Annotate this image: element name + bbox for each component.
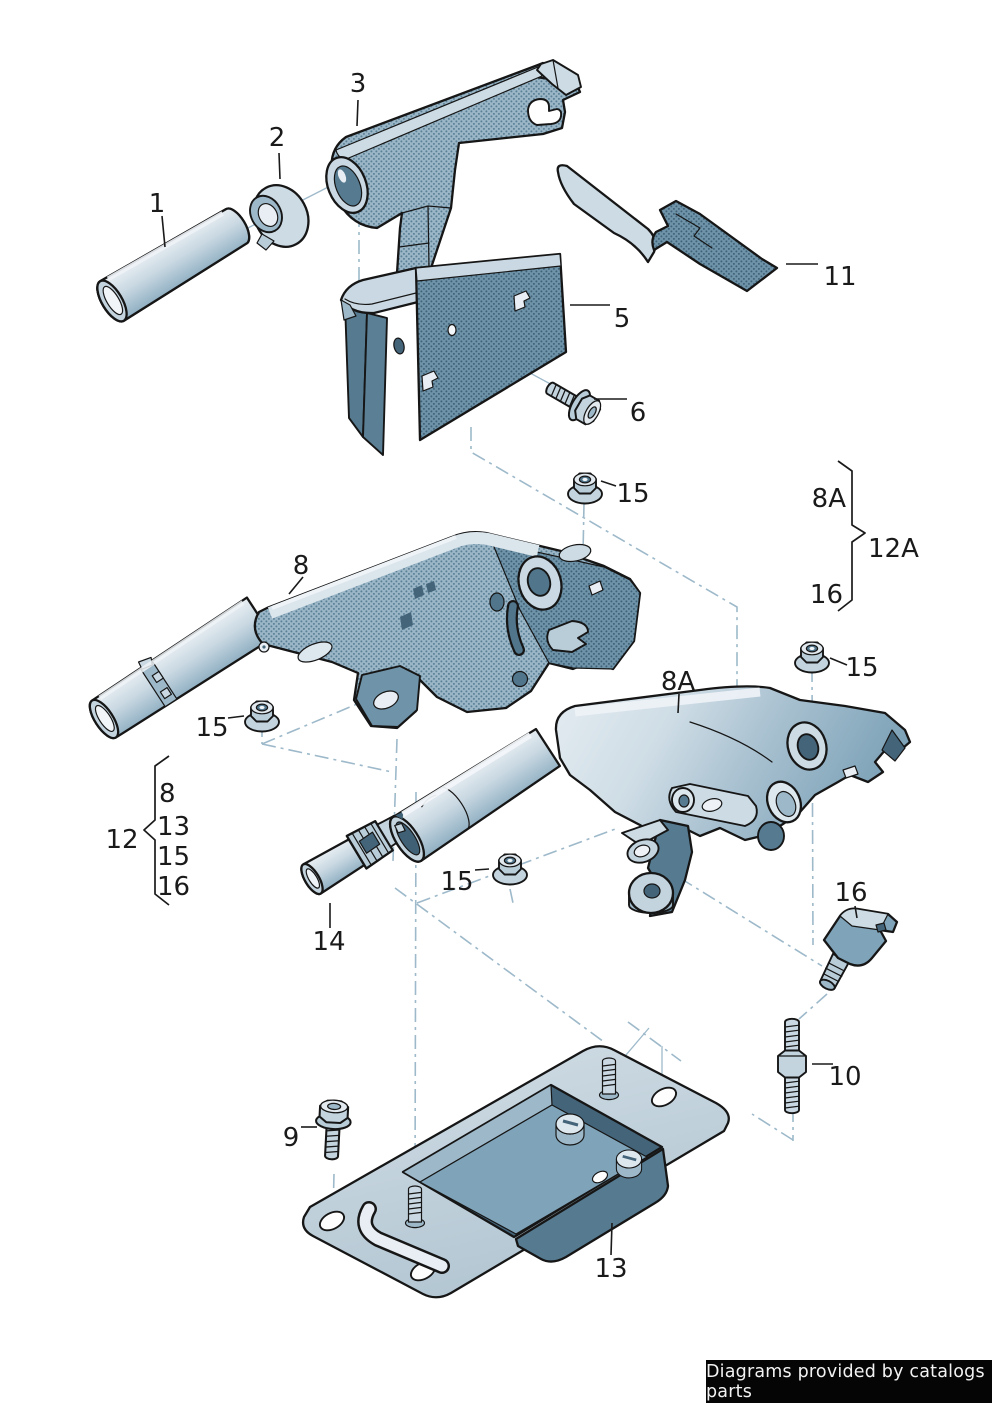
part-13-mounting-plate [301,1045,730,1299]
group-12a-item-8a[interactable]: 8A [812,484,847,514]
part-5-backing-plate [339,252,568,456]
group-12a-item-16[interactable]: 16 [810,580,843,610]
callout-5[interactable]: 5 [614,304,631,334]
group-12-item-15[interactable]: 15 [157,842,190,872]
callout-13[interactable]: 13 [594,1254,627,1284]
callout-15[interactable]: 15 [616,479,649,509]
leader-lines [161,99,858,1256]
part-15-flange-nut [567,472,603,505]
part-1-grip-sleeve [96,207,251,323]
callout-labels: 1 2 3 5 6 11 15 8 15 8A 15 14 15 16 10 9… [105,69,919,1284]
part-10-double-stud [777,1017,807,1115]
group-12a-label[interactable]: 12A [868,534,919,564]
callout-3[interactable]: 3 [350,69,367,99]
part-9-bolt [313,1098,353,1162]
group-12-item-8[interactable]: 8 [159,779,176,809]
group-braces [143,460,866,906]
callout-15[interactable]: 15 [195,713,228,743]
part-8a-hand-brake-lever [388,685,912,918]
callout-6[interactable]: 6 [630,398,647,428]
callout-15[interactable]: 15 [440,867,473,897]
callout-15[interactable]: 15 [845,653,878,683]
callout-10[interactable]: 10 [828,1062,861,1092]
callout-8a[interactable]: 8A [661,667,696,697]
part-11-cover-trim [556,164,779,293]
callout-9[interactable]: 9 [283,1123,300,1153]
callout-11[interactable]: 11 [823,262,856,292]
group-12-label[interactable]: 12 [105,825,138,855]
part-15-flange-nut [794,641,830,674]
callout-1[interactable]: 1 [149,189,166,219]
part-2-bushing [249,184,310,251]
part-16-switch [819,907,899,991]
part-6-bolt [538,371,607,432]
callout-14[interactable]: 14 [312,927,345,957]
callout-16[interactable]: 16 [834,878,867,908]
part-15-flange-nut [492,853,528,886]
group-12-item-16[interactable]: 16 [157,872,190,902]
part-15-flange-nut [244,700,280,733]
part-8-hand-brake-lever [88,530,642,740]
group-12-item-13[interactable]: 13 [157,812,190,842]
footer-credit-banner: Diagrams provided by catalogs parts [706,1360,992,1403]
part-3-handle-shell [325,59,582,275]
callout-8[interactable]: 8 [293,551,310,581]
callout-2[interactable]: 2 [269,123,286,153]
footer-credit-text: Diagrams provided by catalogs parts [706,1361,985,1402]
